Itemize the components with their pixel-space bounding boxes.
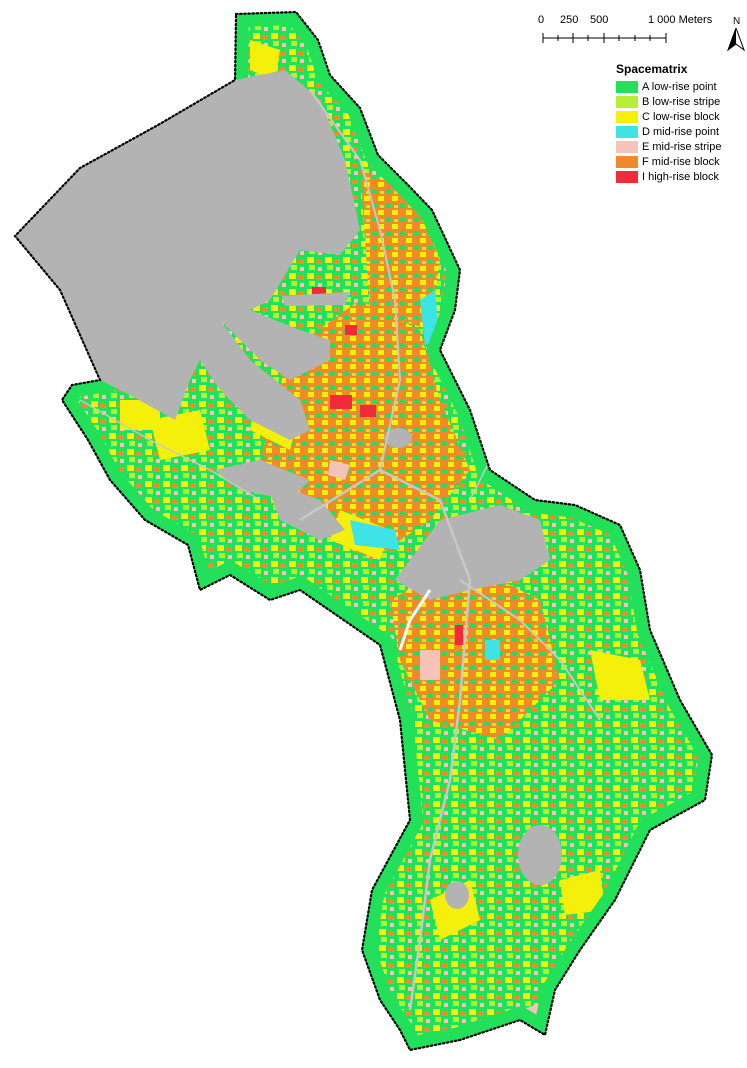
lake (395, 505, 550, 600)
legend-item: D mid-rise point (616, 124, 746, 139)
legend-label: E mid-rise stripe (642, 140, 722, 153)
legend: Spacematrix A low-rise point B low-rise s… (616, 62, 746, 184)
legend-swatch (616, 140, 638, 153)
scale-tick-500: 500 (590, 14, 609, 26)
gray-area (15, 70, 360, 440)
scale-bar: 0 250 500 1 000 Meters (538, 14, 738, 48)
legend-label: C low-rise block (642, 110, 720, 123)
legend-swatch (616, 125, 638, 138)
legend-label: B low-rise stripe (642, 95, 721, 108)
legend-item: C low-rise block (616, 109, 746, 124)
legend-swatch (616, 170, 638, 183)
legend-label: F mid-rise block (642, 155, 720, 168)
scale-tick-1000: 1 000 Meters (648, 14, 713, 26)
legend-label: I high-rise block (642, 170, 720, 183)
legend-item: I high-rise block (616, 169, 746, 184)
legend-label: A low-rise point (642, 80, 717, 93)
legend-swatch (616, 95, 638, 108)
scale-tick-0: 0 (538, 14, 545, 26)
legend-item: A low-rise point (616, 79, 746, 94)
legend-label: D mid-rise point (642, 125, 720, 138)
legend-item: B low-rise stripe (616, 94, 746, 109)
legend-item: F mid-rise block (616, 154, 746, 169)
north-arrow-icon: N (726, 16, 746, 52)
legend-swatch (616, 80, 638, 93)
north-label: N (733, 16, 741, 27)
legend-item: E mid-rise stripe (616, 139, 746, 154)
legend-swatch (616, 155, 638, 168)
legend-swatch (616, 110, 638, 123)
legend-title: Spacematrix (616, 62, 688, 76)
scale-ruler (542, 33, 667, 43)
scale-tick-250: 250 (560, 14, 579, 26)
